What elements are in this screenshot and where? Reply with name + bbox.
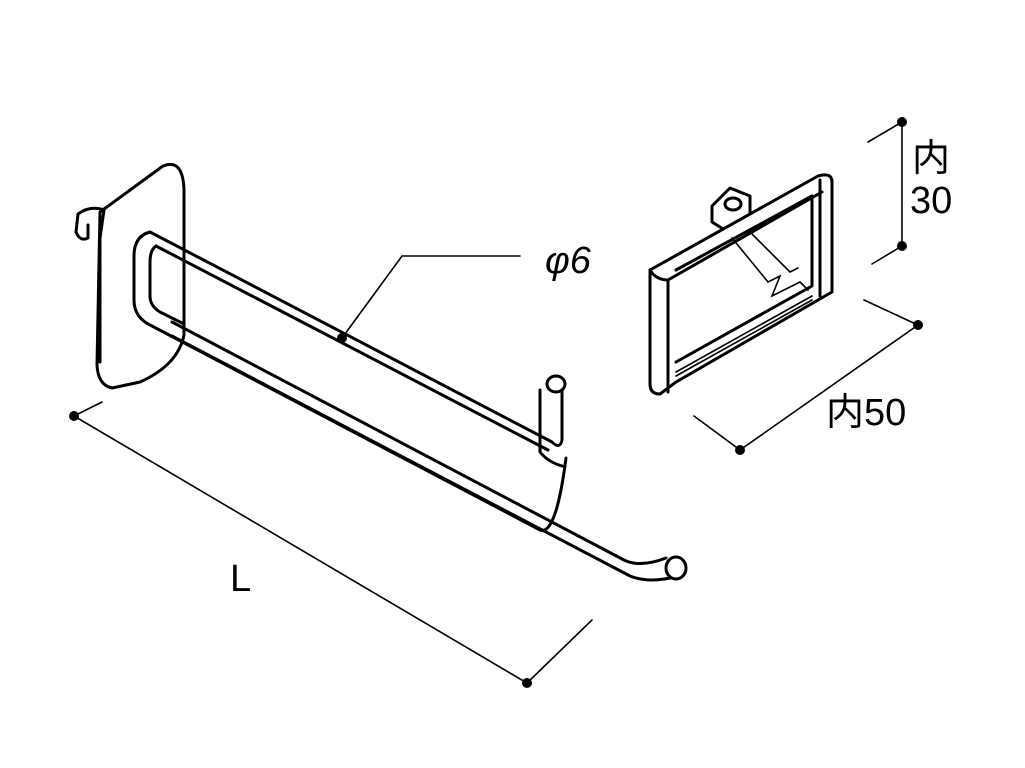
- inner-width-dimension: [693, 299, 923, 455]
- inner-height-prefix-label: 内: [912, 138, 951, 180]
- wall-plate: [74, 163, 186, 390]
- inner-height-dimension: [867, 117, 907, 265]
- length-label: L: [230, 558, 252, 600]
- upper-rod-loop: [132, 230, 568, 532]
- diameter-label: φ6: [545, 240, 591, 282]
- diameter-leader: [337, 255, 521, 343]
- inner-height-value-label: 30: [910, 180, 953, 222]
- lower-rod: [170, 320, 688, 582]
- label-holder: [648, 173, 834, 396]
- length-dimension: [69, 401, 593, 688]
- inner-width-label: 内50: [826, 392, 907, 434]
